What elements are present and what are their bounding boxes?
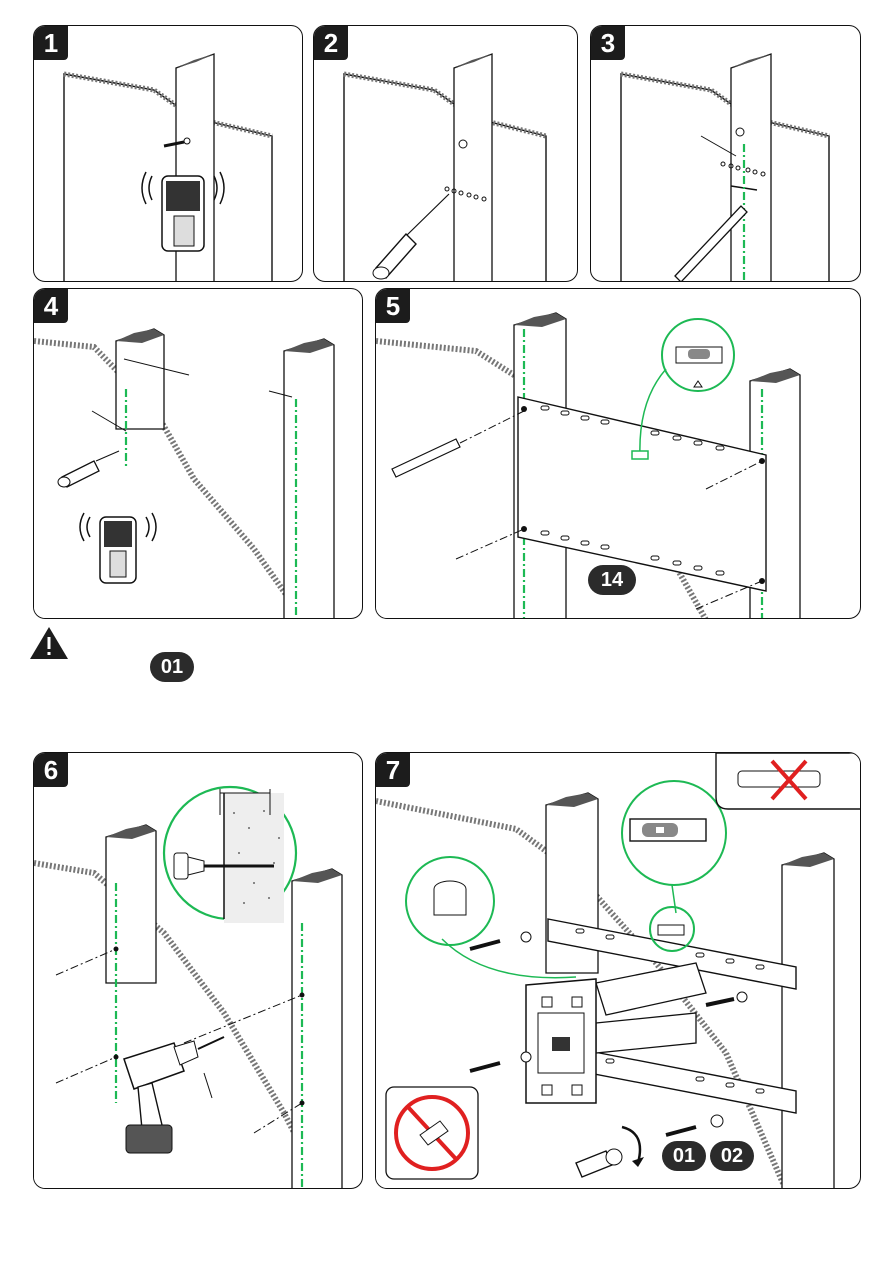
washer-badge: 02	[710, 1141, 754, 1171]
step-3-panel: 3	[590, 25, 861, 282]
no-power-tool-icon	[386, 1087, 478, 1179]
warning-icon	[28, 625, 70, 661]
step-7-panel: 7	[375, 752, 861, 1189]
bubble-level-icon	[622, 781, 726, 951]
template-part-badge: 14	[588, 565, 636, 595]
step-1-panel: 1	[33, 25, 303, 282]
step-5-panel: 5	[375, 288, 861, 619]
warning-part-badge: 01	[150, 652, 194, 682]
step-6-number: 6	[34, 753, 68, 787]
step-6-illustration	[34, 753, 363, 1189]
step-3-illustration	[591, 26, 861, 282]
step-4-number: 4	[34, 289, 68, 323]
step-6-panel: 6	[33, 752, 363, 1189]
lag-bolt-badge: 01	[662, 1141, 706, 1171]
step-7-number: 7	[376, 753, 410, 787]
step-4-illustration	[34, 289, 363, 619]
step-1-illustration	[34, 26, 303, 282]
step-1-number: 1	[34, 26, 68, 60]
step-2-number: 2	[314, 26, 348, 60]
no-anchor-icon	[716, 753, 861, 809]
step-2-illustration	[314, 26, 578, 282]
drill-detail-callout	[164, 787, 296, 923]
step-7-illustration	[376, 753, 861, 1189]
step-5-number: 5	[376, 289, 410, 323]
step-2-panel: 2	[313, 25, 578, 282]
step-3-number: 3	[591, 26, 625, 60]
step-4-panel: 4	[33, 288, 363, 619]
